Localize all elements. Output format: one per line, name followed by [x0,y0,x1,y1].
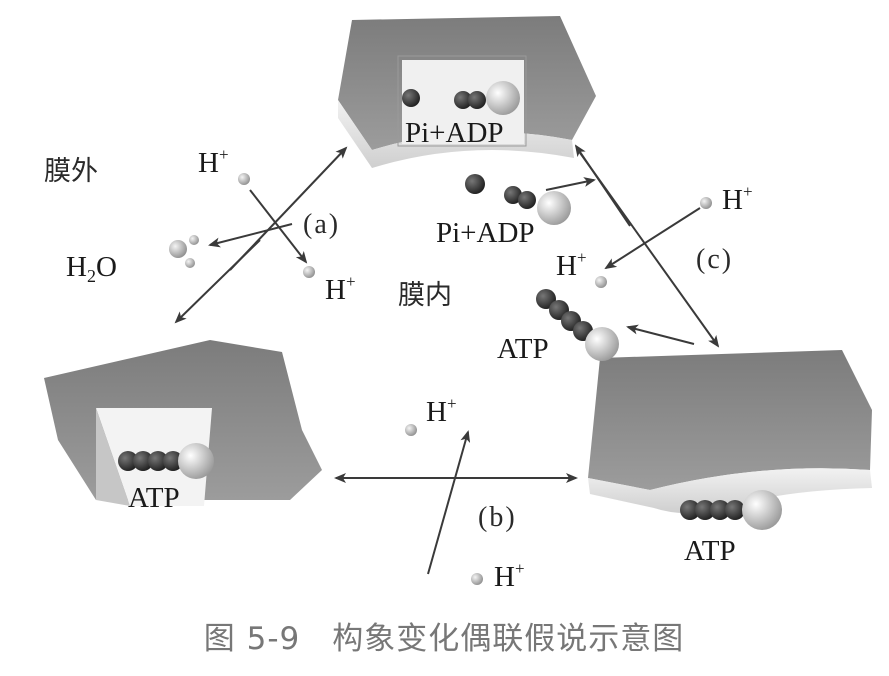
top-adp-sphere [486,81,520,115]
inside-membrane-label: 膜内 [398,280,452,311]
top-phosphate [402,89,420,107]
conformation-arrow-a-down [174,239,261,324]
mid-left-proton-label: H+ [325,272,356,306]
right-enzyme-label: ATP [684,535,736,567]
free-adp-sphere [537,191,571,225]
free-phosphate-sphere [465,174,485,194]
bottom-proton-top-sphere [405,424,417,436]
conformation-arrow-c-up [574,144,631,227]
step-a-group: H+ H2O H+ (a) [66,145,356,324]
proton-flow-arrow-a [249,189,308,264]
outside-membrane-label: 膜外 [44,156,98,187]
proton-flow-arrow-c [604,207,701,270]
right-proton-in-sphere [595,276,607,288]
free-substrate-label: Pi+ADP [436,217,535,249]
step-c-group: Pi+ADP H+ H+ ATP (c) [436,144,753,365]
water-release-arrow [208,223,293,248]
step-b-group: H+ H+ (b) [334,394,578,593]
substrate-binding-arrow [545,177,596,191]
right-proton-in-label: H+ [556,248,587,282]
top-enzyme-label: Pi+ADP [405,117,504,149]
atp-release-arrow [626,324,695,345]
mid-left-proton-sphere [303,266,315,278]
top-enzyme-block: Pi+ADP [338,16,596,168]
step-b-label: (b) [478,502,517,533]
free-atp-label: ATP [497,333,549,365]
top-left-proton-sphere [238,173,250,185]
step-a-label: (a) [303,209,340,240]
bottom-proton-bottom-sphere [471,573,483,585]
bottom-proton-bottom-label: H+ [494,559,525,593]
right-atp-sphere [742,490,782,530]
step-c-label: (c) [696,244,733,275]
top-left-proton-label: H+ [198,145,229,179]
proton-flow-arrow-b [427,430,471,575]
right-proton-out-sphere [700,197,712,209]
left-enzyme-label: ATP [128,482,180,514]
left-enzyme-block: ATP [44,340,322,514]
water-oxygen-sphere [169,240,187,258]
right-proton-out-label: H+ [722,182,753,216]
free-atp-sphere [585,327,619,361]
right-enzyme-block: ATP [588,350,872,567]
water-label: H2O [66,251,117,286]
left-atp-sphere [178,443,214,479]
figure-caption: 图 5-9 构象变化偶联假说示意图 [204,621,685,657]
bottom-proton-top-label: H+ [426,394,457,428]
